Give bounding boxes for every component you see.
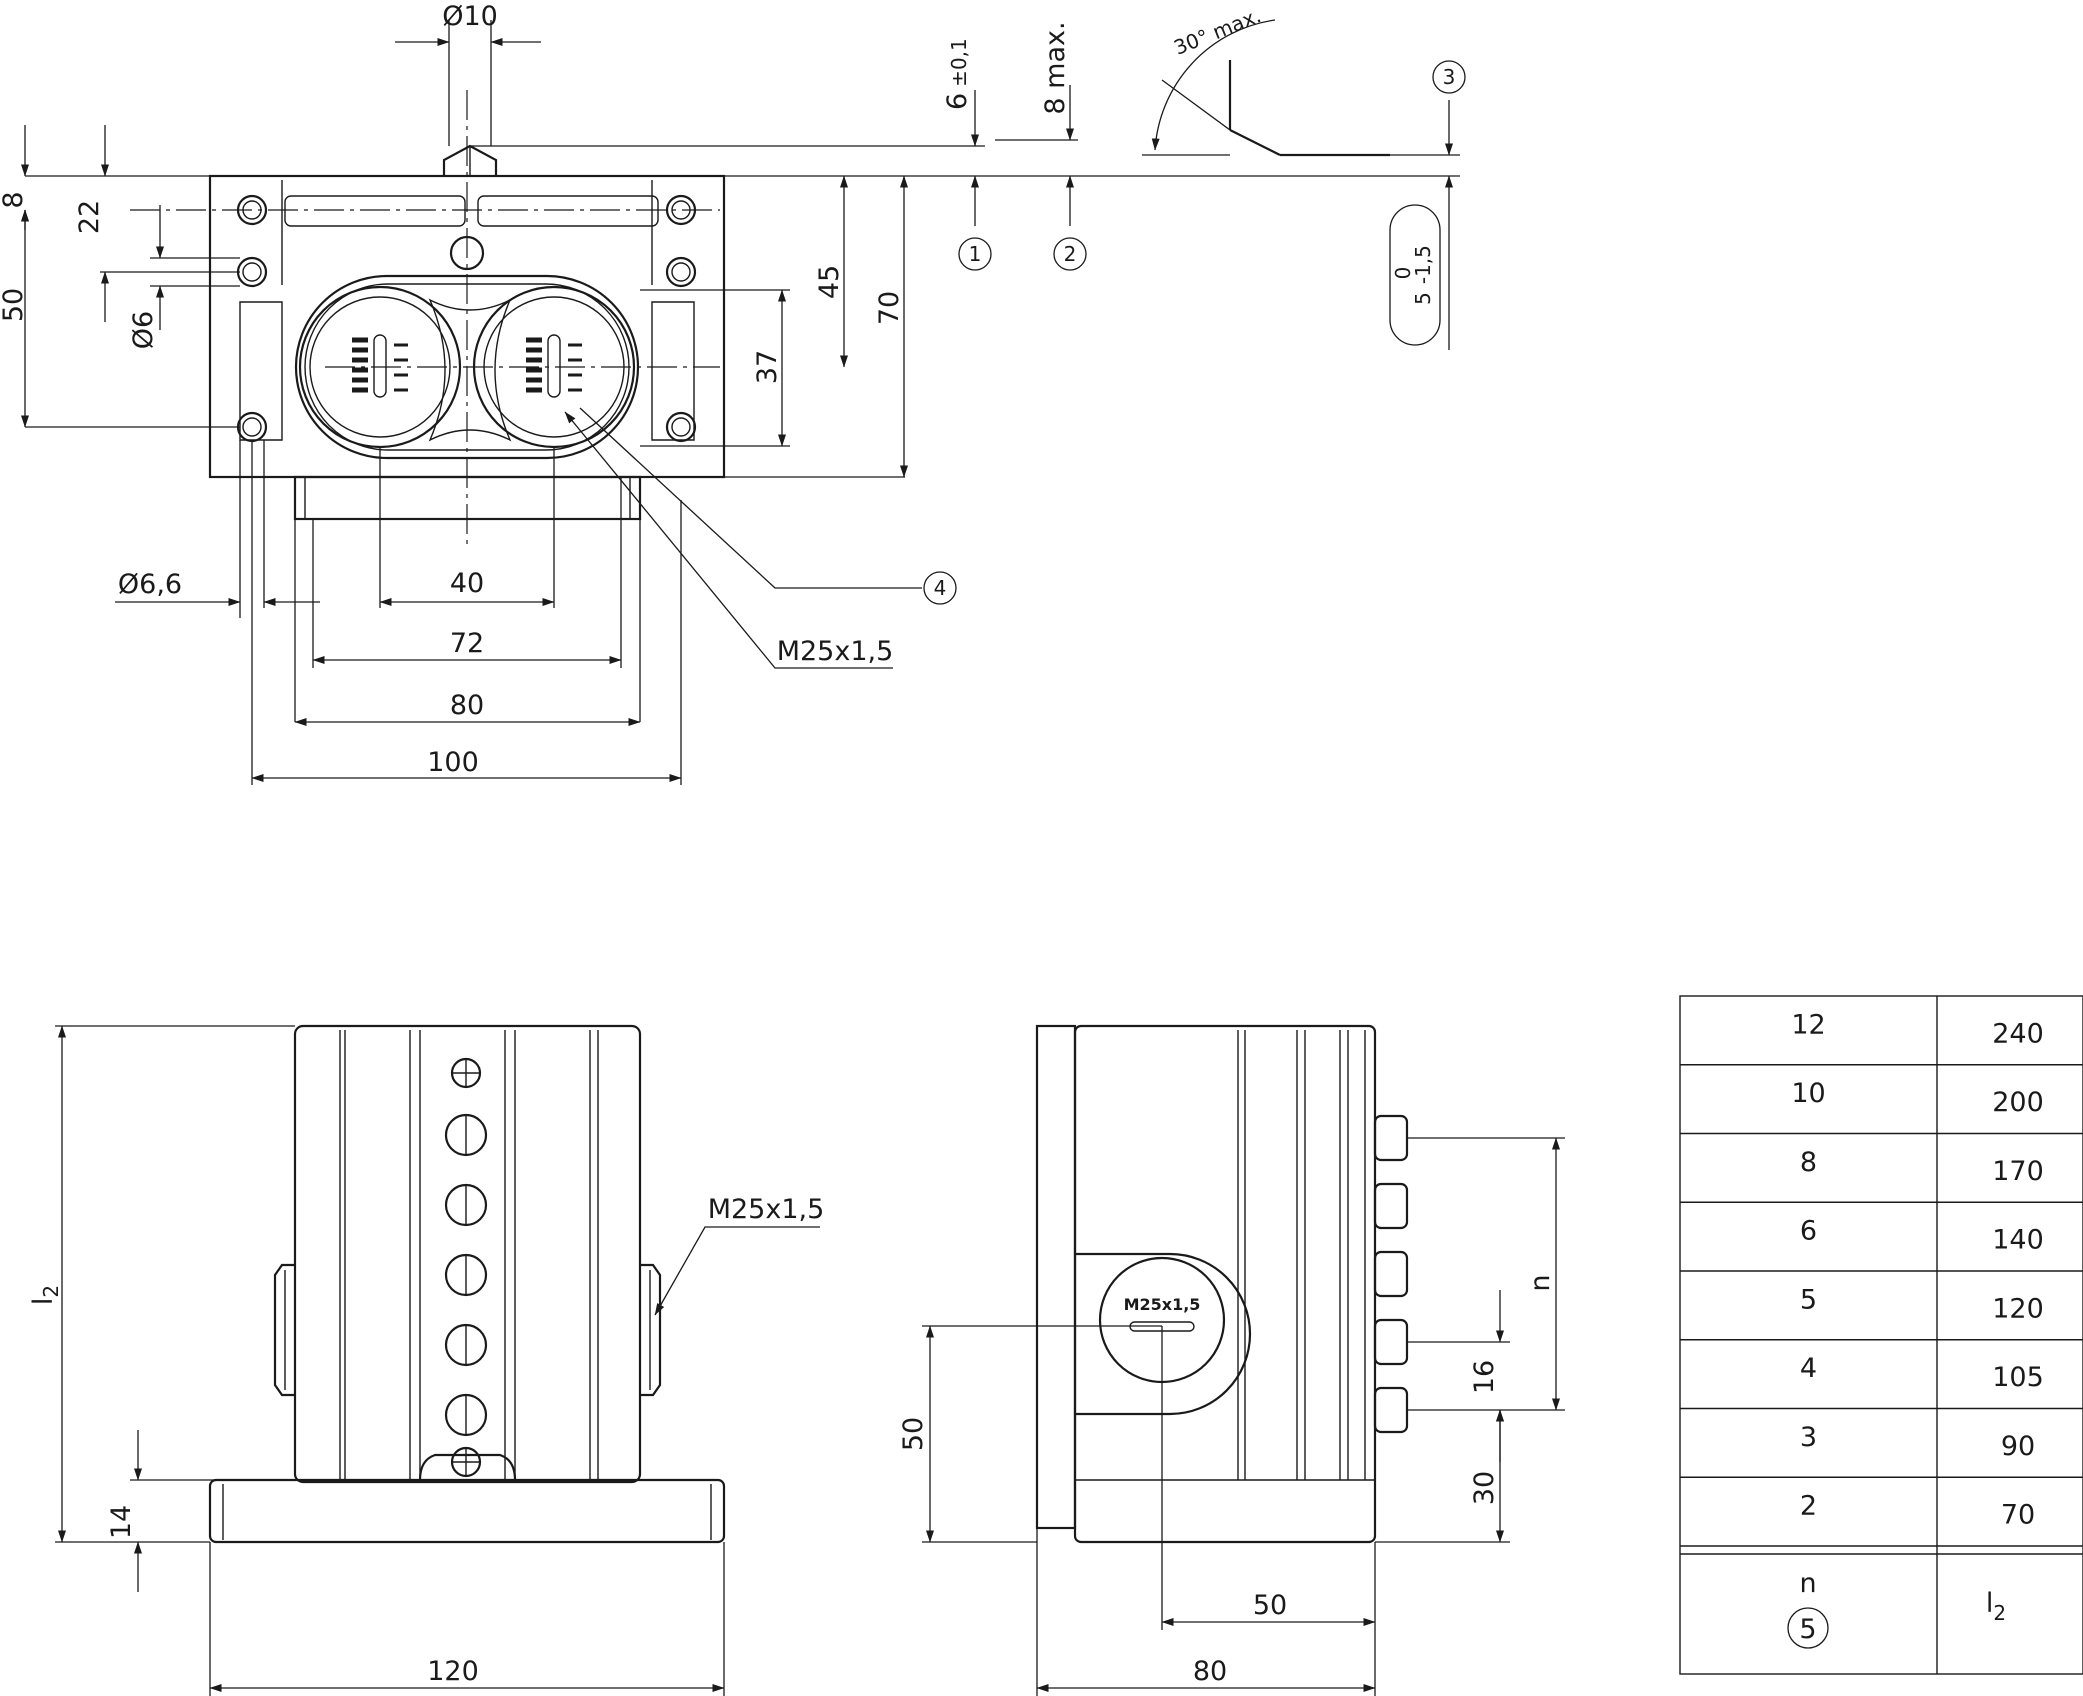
dim-dia6-6: Ø6,6 bbox=[118, 569, 182, 600]
dim-6: 6 bbox=[942, 93, 973, 110]
front-view: l2 14 120 M25x1,5 bbox=[28, 1024, 825, 1696]
table-cell-l2: 120 bbox=[1992, 1293, 2044, 1324]
dim-70: 70 bbox=[874, 291, 905, 325]
table-cell-n: 5 bbox=[1800, 1284, 1817, 1315]
table-cell-l2: 170 bbox=[1992, 1156, 2044, 1187]
gland-left bbox=[298, 285, 462, 449]
table-cell-l2: 240 bbox=[1992, 1018, 2044, 1049]
svg-text:l2: l2 bbox=[28, 1285, 63, 1305]
table-cell-n: 2 bbox=[1800, 1491, 1817, 1522]
dim-37: 37 bbox=[752, 350, 783, 384]
terminal-screws bbox=[444, 1057, 488, 1478]
table-cell-n: 12 bbox=[1791, 1009, 1825, 1040]
dim-45: 45 bbox=[814, 265, 845, 299]
dim-8-max: 8 max. bbox=[1040, 21, 1071, 114]
table-footer-l: l bbox=[1986, 1588, 1994, 1619]
dim-30: 30 bbox=[1469, 1471, 1500, 1505]
dim-22: 22 bbox=[74, 200, 105, 234]
table-cell-l2: 70 bbox=[2001, 1500, 2035, 1531]
dim-5-tolerance-upper: 0 bbox=[1391, 267, 1415, 280]
table-cell-l2: 140 bbox=[1992, 1225, 2044, 1256]
marker-1: 1 bbox=[969, 242, 982, 266]
table-cell-n: 6 bbox=[1800, 1216, 1817, 1247]
dim-30-max: 30° max. bbox=[1170, 3, 1264, 60]
dim-l2-subscript: 2 bbox=[39, 1285, 63, 1298]
dim-dia10: Ø10 bbox=[442, 1, 498, 32]
table-cell-l2: 200 bbox=[1992, 1087, 2044, 1118]
table-footer-n: n bbox=[1799, 1568, 1816, 1599]
marker-3: 3 bbox=[1443, 65, 1456, 89]
dim-16: 16 bbox=[1469, 1360, 1500, 1394]
table-footer-l-subscript: 2 bbox=[1993, 1601, 2006, 1625]
dim-dia6: Ø6 bbox=[128, 311, 159, 349]
table-footer-marker-5: 5 bbox=[1799, 1614, 1816, 1645]
dim-5: 5 bbox=[1411, 292, 1435, 305]
actuator-angle-sketch: 30° max. bbox=[1142, 3, 1390, 157]
dim-50: 50 bbox=[0, 288, 29, 322]
dim-100: 100 bbox=[427, 747, 479, 778]
dim-n: n bbox=[1525, 1274, 1556, 1291]
table-cell-l2: 105 bbox=[1992, 1362, 2044, 1393]
dim-72: 72 bbox=[450, 628, 484, 659]
gland-label-side: M25x1,5 bbox=[1124, 1295, 1201, 1314]
dim-50-vertical: 50 bbox=[898, 1417, 929, 1451]
table-cell-n: 3 bbox=[1800, 1422, 1817, 1453]
dim-5-tolerance-lower: -1,5 bbox=[1411, 245, 1435, 284]
side-view: M25x1,5 n 16 30 50 50 bbox=[898, 1024, 1565, 1696]
top-view: Ø10 8 50 22 Ø6 45 70 37 6±0,1 1 8 max. bbox=[0, 1, 1466, 785]
table-cell-l2: 90 bbox=[2001, 1431, 2035, 1462]
dim-50-horizontal: 50 bbox=[1253, 1590, 1287, 1621]
table-cell-n: 10 bbox=[1791, 1078, 1825, 1109]
dim-l2: l bbox=[28, 1298, 59, 1306]
marker-2: 2 bbox=[1064, 242, 1077, 266]
dim-120: 120 bbox=[427, 1656, 479, 1687]
dim-80-side: 80 bbox=[1193, 1656, 1227, 1687]
dim-6-tolerance: ±0,1 bbox=[947, 38, 971, 87]
thread-label-front: M25x1,5 bbox=[708, 1194, 825, 1225]
svg-text:6±0,1: 6 ±0,1 bbox=[942, 38, 973, 110]
dim-40: 40 bbox=[450, 568, 484, 599]
table-cell-n: 4 bbox=[1800, 1353, 1817, 1384]
dim-8: 8 bbox=[0, 191, 29, 208]
svg-text:l2: l2 bbox=[1986, 1588, 2006, 1625]
marker-4: 4 bbox=[934, 576, 947, 600]
dim-14: 14 bbox=[106, 1505, 137, 1539]
terminal-stubs bbox=[1373, 1114, 1409, 1434]
table-cell-n: 8 bbox=[1800, 1147, 1817, 1178]
thread-label-top: M25x1,5 bbox=[777, 636, 894, 667]
dim-80-top: 80 bbox=[450, 690, 484, 721]
svg-text:5-1,5: 5 -1,5 bbox=[1411, 245, 1435, 305]
